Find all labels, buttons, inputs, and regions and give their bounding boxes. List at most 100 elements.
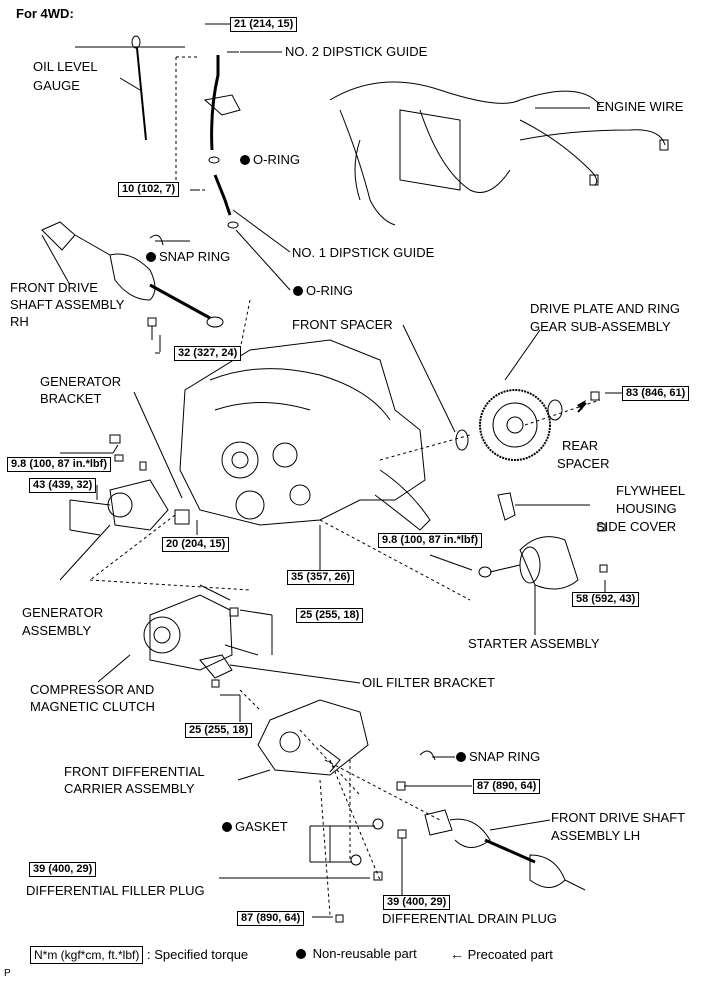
- front-drive-shaft-rh-part: [41, 221, 224, 328]
- o-ring-mid-part: [227, 221, 239, 229]
- legend-precoated: ← Precoated part: [450, 946, 553, 963]
- label-generator-assembly-line2: ASSEMBLY: [22, 623, 92, 638]
- legend-nonreusable-text: Non-reusable part: [312, 946, 417, 961]
- flywheel-side-cover-part: [497, 492, 516, 521]
- torque-box: 58 (592, 43): [572, 592, 640, 607]
- label-front-spacer: FRONT SPACER: [292, 317, 393, 332]
- label-o-ring-mid: O-RING: [293, 283, 353, 299]
- front-spacer-part: [455, 429, 469, 451]
- label-rear-spacer-line2: SPACER: [557, 456, 610, 471]
- torque-box: 39 (400, 29): [29, 862, 97, 877]
- label-front-drive-shaft-lh-line2: ASSEMBLY LH: [551, 828, 641, 843]
- torque-box: 87 (890, 64): [237, 911, 305, 926]
- generator-bracket-small-parts: [109, 434, 147, 471]
- label-flywheel-line2: HOUSING: [616, 501, 677, 516]
- non-reusable-dot-icon: [222, 822, 232, 832]
- torque-box: 21 (214, 15): [230, 17, 298, 32]
- starter-wire-part: [429, 554, 521, 578]
- non-reusable-dot-icon: [240, 155, 250, 165]
- snap-ring-bottom-part: [419, 750, 436, 761]
- torque-box: 39 (400, 29): [383, 895, 451, 910]
- oil-level-gauge-part: [119, 35, 147, 141]
- no1-dipstick-guide-part: [213, 174, 291, 253]
- non-reusable-dot-icon: [456, 752, 466, 762]
- snap-ring-top-part: [149, 234, 164, 246]
- gasket-1-part: [372, 818, 384, 830]
- label-front-drive-shaft-lh-line1: FRONT DRIVE SHAFT: [551, 810, 686, 825]
- label-oil-filter-bracket: OIL FILTER BRACKET: [362, 675, 495, 690]
- label-oil-level-gauge-line2: GAUGE: [33, 78, 80, 93]
- non-reusable-dot-icon: [296, 949, 306, 959]
- legend-torque: N*m (kgf*cm, ft.*lbf) : Specified torque: [30, 946, 248, 964]
- label-front-diff-line1: FRONT DIFFERENTIAL: [64, 764, 205, 779]
- label-snap-ring-bottom: SNAP RING: [456, 749, 540, 765]
- label-snap-ring-bottom-text: SNAP RING: [469, 749, 541, 764]
- torque-box: 83 (846, 61): [622, 386, 690, 401]
- engine-wire-part: [329, 81, 669, 226]
- o-ring-top-part: [208, 156, 220, 164]
- drive-plate-part: [479, 389, 551, 461]
- legend-nonreusable: Non-reusable part: [296, 946, 417, 962]
- label-drive-plate-line1: DRIVE PLATE AND RING: [530, 301, 681, 316]
- label-front-diff-line2: CARRIER ASSEMBLY: [64, 781, 195, 796]
- label-oil-level-gauge-line1: OIL LEVEL: [33, 59, 98, 74]
- legend-torque-box: N*m (kgf*cm, ft.*lbf): [30, 946, 144, 964]
- legend-precoated-text: Precoated part: [467, 947, 553, 962]
- torque-box: 25 (255, 18): [185, 723, 253, 738]
- torque-box: 87 (890, 64): [473, 779, 541, 794]
- bolt-83-part: [590, 391, 600, 401]
- starter-assembly-part: [519, 523, 608, 635]
- drain-plug-part: [397, 829, 407, 839]
- label-generator-bracket-line1: GENERATOR: [40, 374, 122, 389]
- label-rear-spacer-line1: REAR: [562, 438, 599, 453]
- legend-torque-text: : Specified torque: [146, 947, 249, 962]
- label-gasket-text: GASKET: [235, 819, 288, 834]
- torque-box: 35 (357, 26): [287, 570, 355, 585]
- oil-filter-bracket-part: [199, 654, 233, 679]
- torque-box: 43 (439, 32): [29, 478, 97, 493]
- no2-dipstick-guide-part: [203, 51, 241, 151]
- filler-plug-part: [373, 871, 383, 881]
- label-drive-plate-line2: GEAR SUB-ASSEMBLY: [530, 319, 671, 334]
- non-reusable-dot-icon: [146, 252, 156, 262]
- label-front-drive-shaft-rh-line1: FRONT DRIVE: [10, 280, 98, 295]
- label-compressor-line2: MAGNETIC CLUTCH: [30, 699, 155, 714]
- label-no1-dipstick-guide: NO. 1 DIPSTICK GUIDE: [292, 245, 435, 260]
- label-flywheel-line3: SIDE COVER: [596, 519, 677, 534]
- bolt-32-part: [147, 317, 161, 352]
- label-differential-drain-plug: DIFFERENTIAL DRAIN PLUG: [382, 911, 558, 926]
- precoated-arrow-mark: [577, 400, 586, 410]
- rear-spacer-part: [547, 399, 563, 421]
- generator-part: [69, 479, 190, 536]
- label-starter-assembly: STARTER ASSEMBLY: [468, 636, 600, 651]
- label-front-drive-shaft-rh-line3: RH: [10, 314, 29, 329]
- label-no2-dipstick-guide: NO. 2 DIPSTICK GUIDE: [285, 44, 428, 59]
- label-flywheel-line1: FLYWHEEL: [616, 483, 686, 498]
- precoated-arrow-icon: ←: [450, 946, 464, 962]
- label-snap-ring-top: SNAP RING: [146, 249, 230, 265]
- non-reusable-dot-icon: [293, 286, 303, 296]
- footer-code: P: [4, 968, 11, 979]
- compressor-part: [143, 584, 259, 671]
- label-front-drive-shaft-rh-line2: SHAFT ASSEMBLY: [10, 297, 125, 312]
- front-differential-part: [257, 699, 369, 776]
- torque-box: 32 (327, 24): [174, 346, 242, 361]
- label-compressor-line1: COMPRESSOR AND: [30, 682, 155, 697]
- gasket-2-part: [350, 854, 362, 866]
- engine-block-part: [179, 339, 431, 531]
- label-generator-assembly-line1: GENERATOR: [22, 605, 104, 620]
- torque-box: 10 (102, 7): [118, 182, 180, 197]
- page-header: For 4WD:: [16, 6, 74, 21]
- torque-box: 9.8 (100, 87 in.*lbf): [7, 457, 111, 472]
- label-o-ring-top: O-RING: [240, 152, 300, 168]
- torque-box: 9.8 (100, 87 in.*lbf): [378, 533, 482, 548]
- front-drive-shaft-lh-part: [424, 809, 586, 891]
- label-gasket: GASKET: [222, 819, 288, 835]
- torque-box: 20 (204, 15): [162, 537, 230, 552]
- label-o-ring-mid-text: O-RING: [306, 283, 353, 298]
- label-o-ring-top-text: O-RING: [253, 152, 300, 167]
- label-engine-wire: ENGINE WIRE: [596, 99, 684, 114]
- label-differential-filler-plug: DIFFERENTIAL FILLER PLUG: [26, 883, 205, 898]
- label-generator-bracket-line2: BRACKET: [40, 391, 102, 406]
